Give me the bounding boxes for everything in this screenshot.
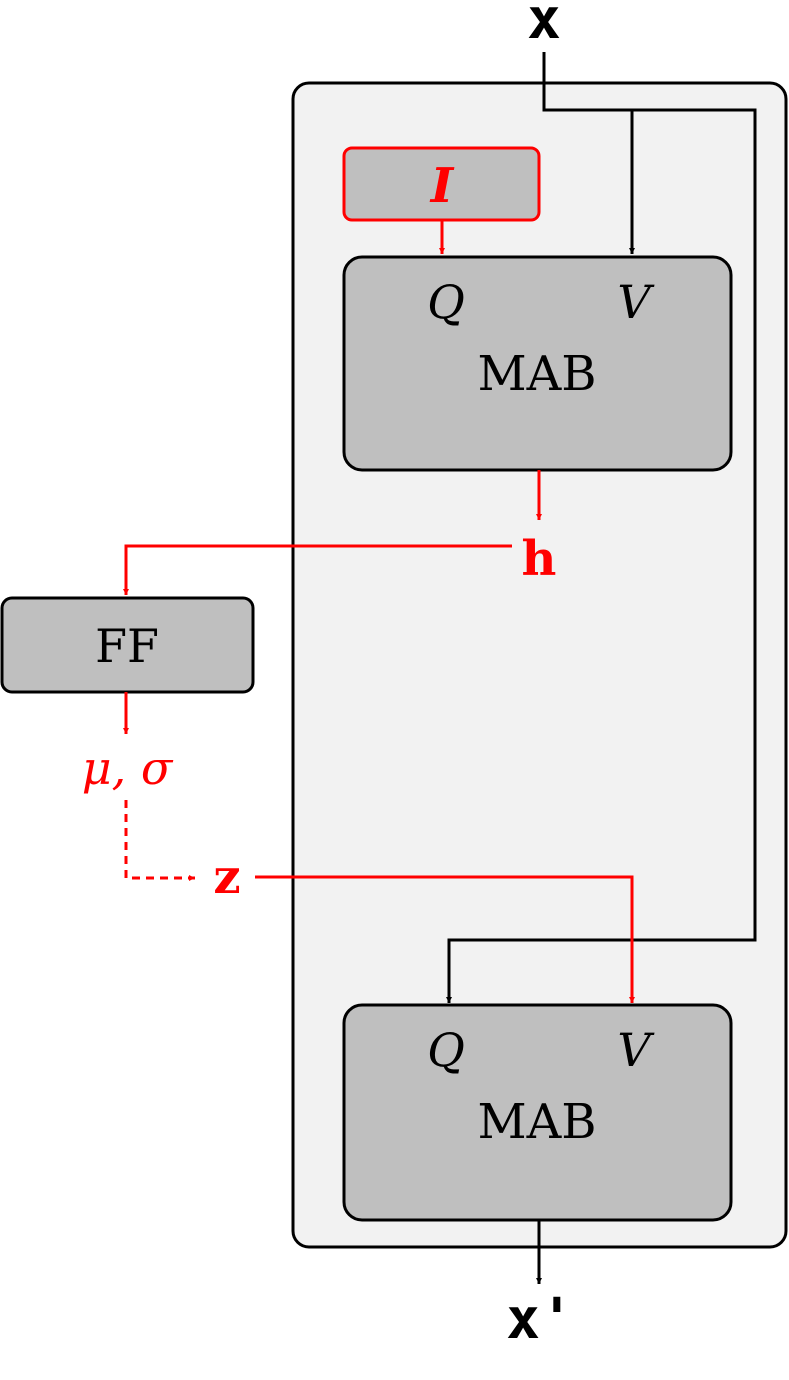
mab-bottom-name: MAB [477,1094,596,1150]
hidden-label: h [522,531,557,587]
mab-bottom-v-label: V [617,1023,655,1077]
mab-bottom-q-label: Q [427,1023,465,1077]
latent-label: z [213,849,240,905]
mab-top-v-label: V [617,275,655,329]
stats-to-z-dashed-arrow [124,800,195,881]
z-to-bottom-v-arrow [255,875,635,1003]
mab-top-q-label: Q [427,275,465,329]
input-label: x [527,0,561,52]
feedforward-label: FF [95,619,159,673]
h-to-ff-arrow [123,544,512,595]
output-label: x' [506,1287,573,1352]
stats-label: μ, σ [82,741,174,795]
input-bypass-line [446,52,757,1003]
inducing-label: I [429,158,455,214]
mab-top-name: MAB [477,346,596,402]
